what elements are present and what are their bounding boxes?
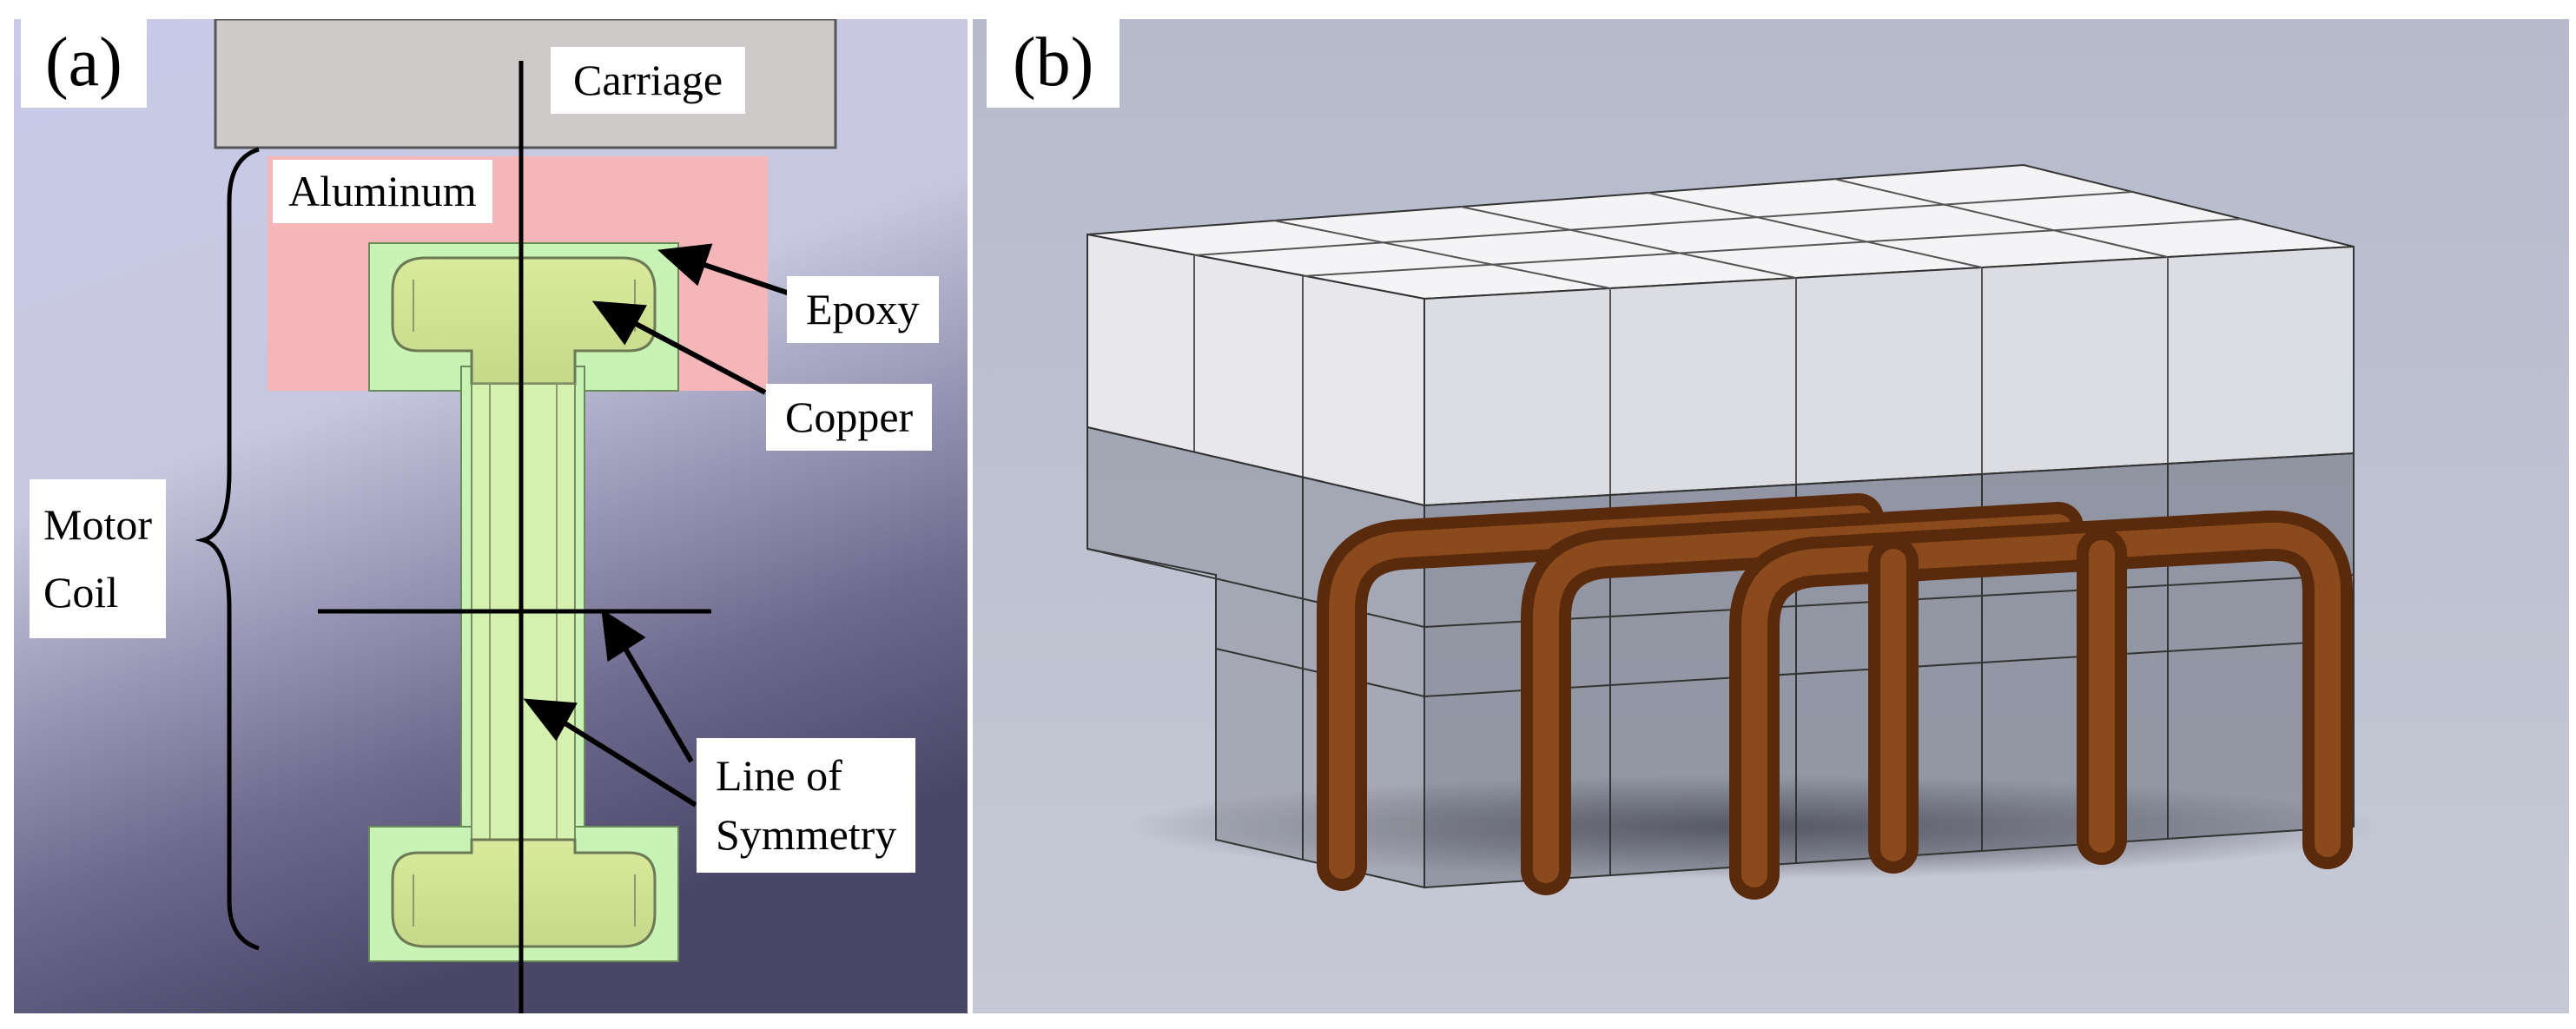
- motor-coil-label: Motor Coil: [30, 479, 166, 638]
- line-of-symmetry-label: Line of Symmetry: [697, 738, 916, 873]
- symmetry-arrow-lower: [523, 698, 697, 808]
- symmetry-arrow-upper: [601, 609, 694, 763]
- motor-coil-brace: [195, 147, 260, 951]
- panel-a-letter: (a): [21, 19, 147, 108]
- copper-bottom: [391, 838, 657, 948]
- heat-pipe-model-drawing: [973, 19, 2569, 1013]
- panel-b-3d-model: (b): [973, 19, 2569, 1013]
- line-of-symmetry-label-line1: Line of: [716, 751, 842, 800]
- epoxy-label: Epoxy: [787, 276, 939, 343]
- motor-coil-label-line1: Motor: [43, 500, 152, 549]
- copper-label: Copper: [766, 384, 933, 451]
- epoxy-arrow: [657, 243, 801, 300]
- line-of-symmetry-label-line2: Symmetry: [716, 809, 897, 859]
- top-layer-cell-grid: [1193, 178, 2243, 495]
- heat-pipes: [1317, 493, 2353, 900]
- copper-arrow: [591, 300, 767, 395]
- panel-b-letter: (b): [987, 19, 1120, 108]
- motor-coil-label-line2: Coil: [43, 567, 119, 617]
- panel-a-cross-section: (a) Carriage Aluminum Epoxy Copper Motor…: [14, 19, 968, 1013]
- aluminum-label: Aluminum: [273, 160, 492, 223]
- carriage-label: Carriage: [551, 47, 746, 114]
